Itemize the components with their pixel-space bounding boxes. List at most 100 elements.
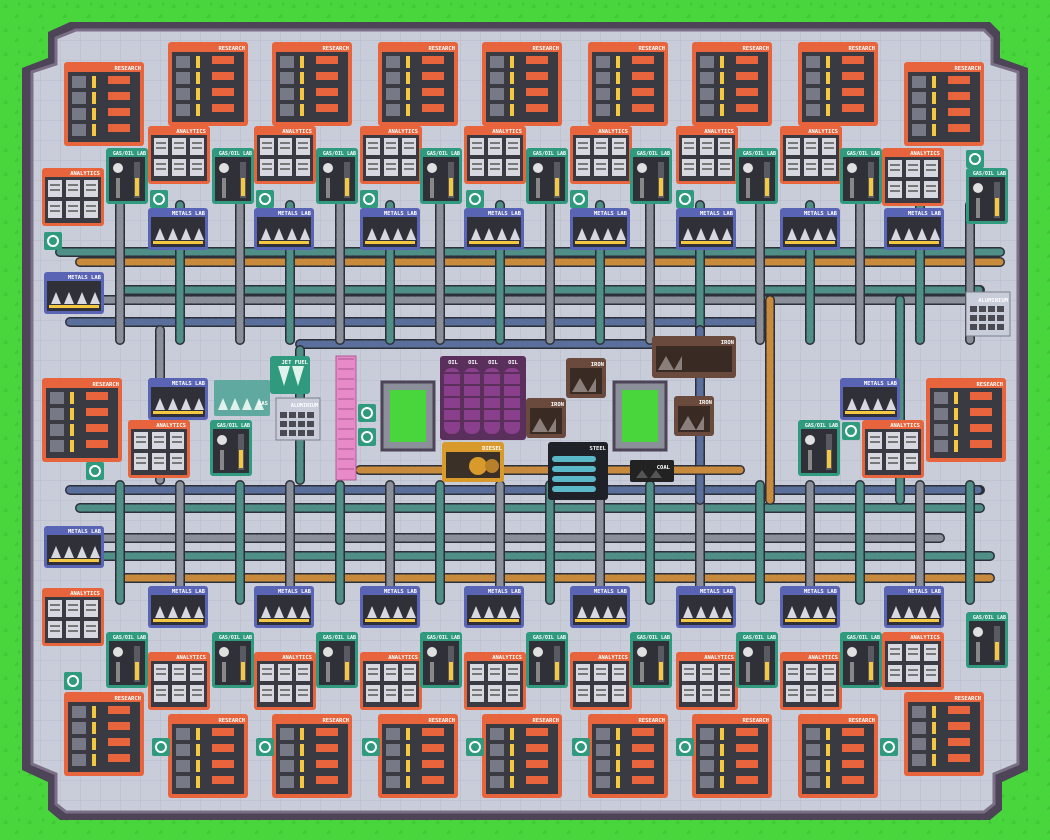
analytics-building[interactable]: ANALYTICS bbox=[882, 148, 944, 206]
research-building[interactable]: RESEARCH bbox=[482, 714, 562, 798]
research-building[interactable]: RESEARCH bbox=[588, 42, 668, 126]
research-building[interactable]: RESEARCH bbox=[482, 42, 562, 126]
analytics-server bbox=[488, 664, 502, 681]
analytics-building[interactable]: ANALYTICS bbox=[780, 652, 842, 710]
metals-lab-building[interactable]: METALS LAB bbox=[884, 208, 944, 250]
jet-fuel-refinery[interactable]: JET FUEL bbox=[270, 356, 310, 394]
research-building[interactable]: RESEARCH bbox=[378, 714, 458, 798]
aluminium-processor[interactable]: ALUMINIUM bbox=[275, 397, 321, 441]
gasoil-lab-building[interactable]: GAS/OIL LAB bbox=[420, 632, 462, 688]
analytics-building[interactable]: ANALYTICS bbox=[570, 652, 632, 710]
metals-lab-building[interactable]: METALS LAB bbox=[464, 208, 524, 250]
metals-lab-building[interactable]: METALS LAB bbox=[254, 208, 314, 250]
research-building[interactable]: RESEARCH bbox=[904, 62, 984, 146]
research-building[interactable]: RESEARCH bbox=[588, 714, 668, 798]
gasoil-lab-building[interactable]: GAS/OIL LAB bbox=[630, 632, 672, 688]
research-building[interactable]: RESEARCH bbox=[378, 42, 458, 126]
gasoil-lab-building[interactable]: GAS/OIL LAB bbox=[526, 148, 568, 204]
metals-lab-building[interactable]: METALS LAB bbox=[780, 208, 840, 250]
gasoil-lab-building[interactable]: GAS/OIL LAB bbox=[420, 148, 462, 204]
research-building[interactable]: RESEARCH bbox=[272, 42, 352, 126]
analytics-building[interactable]: ANALYTICS bbox=[254, 652, 316, 710]
research-building[interactable]: RESEARCH bbox=[168, 42, 248, 126]
analytics-building[interactable]: ANALYTICS bbox=[570, 126, 632, 184]
gasoil-lab-building[interactable]: GAS/OIL LAB bbox=[212, 148, 254, 204]
research-building[interactable]: RESEARCH bbox=[168, 714, 248, 798]
analytics-building[interactable]: ANALYTICS bbox=[780, 126, 842, 184]
gasoil-lab-building[interactable]: GAS/OIL LAB bbox=[106, 632, 148, 688]
analytics-building[interactable]: ANALYTICS bbox=[676, 126, 738, 184]
research-building[interactable]: RESEARCH bbox=[64, 692, 144, 776]
analytics-building[interactable]: ANALYTICS bbox=[128, 420, 190, 478]
aluminium-smelter[interactable]: ALUMINIUM bbox=[965, 291, 1011, 337]
iron-smelter-4[interactable]: IRON bbox=[674, 396, 714, 436]
gasoil-lab-building[interactable]: GAS/OIL LAB bbox=[840, 632, 882, 688]
analytics-server bbox=[888, 160, 902, 177]
metals-lab-building[interactable]: METALS LAB bbox=[148, 378, 208, 420]
metals-lab-building[interactable]: METALS LAB bbox=[44, 526, 104, 568]
analytics-building[interactable]: ANALYTICS bbox=[862, 420, 924, 478]
research-building[interactable]: RESEARCH bbox=[798, 714, 878, 798]
gasoil-lab-building[interactable]: GAS/OIL LAB bbox=[212, 632, 254, 688]
oil-label-2: OIL bbox=[468, 360, 479, 366]
analytics-building[interactable]: ANALYTICS bbox=[42, 168, 104, 226]
analytics-server bbox=[260, 664, 274, 681]
analytics-building[interactable]: ANALYTICS bbox=[360, 126, 422, 184]
gasoil-lab-building[interactable]: GAS/OIL LAB bbox=[736, 148, 778, 204]
metals-lab-building[interactable]: METALS LAB bbox=[676, 586, 736, 628]
research-building[interactable]: RESEARCH bbox=[692, 714, 772, 798]
research-building[interactable]: RESEARCH bbox=[272, 714, 352, 798]
gasoil-lab-building[interactable]: GAS/OIL LAB bbox=[840, 148, 882, 204]
metals-lab-building[interactable]: METALS LAB bbox=[148, 586, 208, 628]
oil-label-1: OIL bbox=[448, 360, 459, 366]
gasoil-lab-building[interactable]: GAS/OIL LAB bbox=[966, 168, 1008, 224]
metals-lab-building[interactable]: METALS LAB bbox=[570, 586, 630, 628]
gas-storage[interactable]: GAS bbox=[214, 380, 270, 416]
analytics-building[interactable]: ANALYTICS bbox=[148, 126, 210, 184]
metals-lab-building[interactable]: METALS LAB bbox=[570, 208, 630, 250]
iron-smelter-1[interactable]: IRON bbox=[566, 358, 606, 398]
analytics-building[interactable]: ANALYTICS bbox=[254, 126, 316, 184]
gasoil-lab-building[interactable]: GAS/OIL LAB bbox=[630, 148, 672, 204]
analytics-building[interactable]: ANALYTICS bbox=[882, 632, 944, 690]
research-building[interactable]: RESEARCH bbox=[798, 42, 878, 126]
research-building[interactable]: RESEARCH bbox=[926, 378, 1006, 462]
iron-smelter-3[interactable]: IRON bbox=[652, 336, 736, 378]
research-building[interactable]: RESEARCH bbox=[904, 692, 984, 776]
gasoil-lab-building[interactable]: GAS/OIL LAB bbox=[210, 420, 252, 476]
metals-lab-building[interactable]: METALS LAB bbox=[148, 208, 208, 250]
metals-lab-building[interactable]: METALS LAB bbox=[780, 586, 840, 628]
metals-lab-building[interactable]: METALS LAB bbox=[254, 586, 314, 628]
analytics-building[interactable]: ANALYTICS bbox=[464, 126, 526, 184]
analytics-building[interactable]: ANALYTICS bbox=[42, 588, 104, 646]
gasoil-lab-building[interactable]: GAS/OIL LAB bbox=[966, 612, 1008, 668]
analytics-building[interactable]: ANALYTICS bbox=[148, 652, 210, 710]
gasoil-lab-building[interactable]: GAS/OIL LAB bbox=[316, 148, 358, 204]
analytics-label: ANALYTICS bbox=[70, 591, 100, 597]
analytics-server bbox=[296, 138, 310, 155]
research-building[interactable]: RESEARCH bbox=[42, 378, 122, 462]
research-building[interactable]: RESEARCH bbox=[692, 42, 772, 126]
diesel-refinery[interactable]: DIESEL bbox=[442, 442, 504, 482]
metals-lab-building[interactable]: METALS LAB bbox=[676, 208, 736, 250]
metals-lab-building[interactable]: METALS LAB bbox=[884, 586, 944, 628]
gasoil-lab-building[interactable]: GAS/OIL LAB bbox=[526, 632, 568, 688]
analytics-building[interactable]: ANALYTICS bbox=[464, 652, 526, 710]
gasoil-lab-building[interactable]: GAS/OIL LAB bbox=[106, 148, 148, 204]
metals-lab-building[interactable]: METALS LAB bbox=[360, 586, 420, 628]
metals-lab-building[interactable]: METALS LAB bbox=[360, 208, 420, 250]
gasoil-lab-building[interactable]: GAS/OIL LAB bbox=[736, 632, 778, 688]
coal-storage[interactable]: COAL bbox=[630, 460, 674, 482]
research-building[interactable]: RESEARCH bbox=[64, 62, 144, 146]
metals-lab-building[interactable]: METALS LAB bbox=[840, 378, 900, 420]
gasoil-lab-building[interactable]: GAS/OIL LAB bbox=[316, 632, 358, 688]
analytics-building[interactable]: ANALYTICS bbox=[676, 652, 738, 710]
analytics-building[interactable]: ANALYTICS bbox=[360, 652, 422, 710]
iron-smelter-2[interactable]: IRON bbox=[526, 398, 566, 438]
metals-lab-building[interactable]: METALS LAB bbox=[464, 586, 524, 628]
metals-lab-building[interactable]: METALS LAB bbox=[44, 272, 104, 314]
steel-mill[interactable]: STEEL bbox=[548, 442, 608, 500]
gasoil-lab-building[interactable]: GAS/OIL LAB bbox=[798, 420, 840, 476]
